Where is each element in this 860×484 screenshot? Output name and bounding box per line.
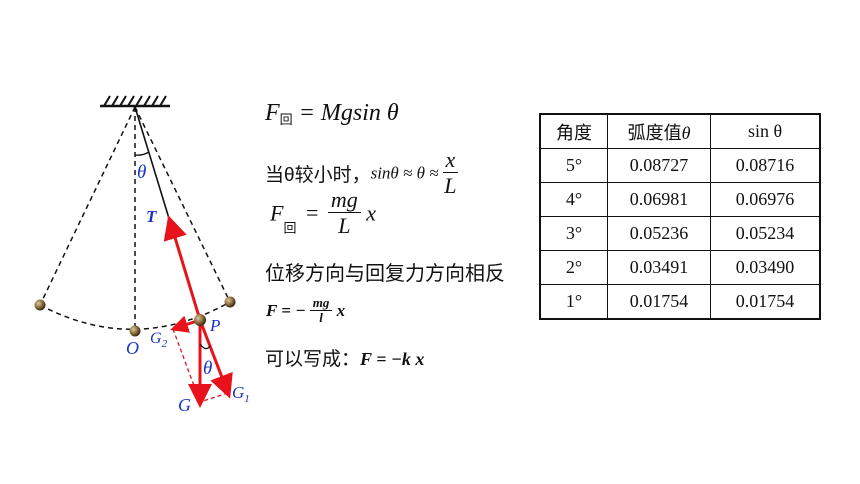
cell-radian: 0.05236 bbox=[606, 216, 712, 251]
tension-label: T bbox=[146, 207, 157, 226]
small-angle-fraction: x L bbox=[442, 147, 459, 199]
formula-lhs: F = − bbox=[266, 301, 306, 321]
point-p-label: P bbox=[209, 316, 220, 335]
formula-x: x bbox=[366, 200, 377, 226]
formula-x: x bbox=[336, 301, 346, 321]
theta-label-bob: θ bbox=[203, 358, 212, 379]
force-parallelogram bbox=[172, 328, 229, 403]
fraction-numerator: x bbox=[442, 147, 459, 174]
formula-f: F bbox=[265, 100, 280, 126]
bob-left bbox=[34, 299, 46, 311]
hooke-prefix: 可以写成： bbox=[265, 349, 361, 370]
cell-angle: 4° bbox=[539, 182, 608, 217]
formula-rhs: = Mgsin θ bbox=[298, 100, 399, 126]
cell-sine: 0.03490 bbox=[710, 250, 821, 285]
formula-hooke: 可以写成：F = −k x bbox=[265, 344, 424, 371]
header-radian: 弧度值θ bbox=[606, 113, 712, 149]
formula-fraction: mg L bbox=[327, 187, 361, 239]
table-row: 2° 0.03491 0.03490 bbox=[539, 250, 821, 285]
table-row: 3° 0.05236 0.05234 bbox=[539, 216, 821, 251]
angle-sine-table: 角度 弧度值θ sin θ 5° 0.08727 0.08716 4° 0.06… bbox=[539, 113, 821, 320]
theta-label-top: θ bbox=[137, 162, 146, 183]
header-angle: 角度 bbox=[539, 113, 608, 149]
tension-arrow bbox=[163, 215, 202, 321]
cell-angle: 5° bbox=[539, 148, 608, 183]
g1-label: G1 bbox=[232, 383, 250, 405]
cell-sine: 0.06976 bbox=[710, 182, 821, 217]
cell-radian: 0.03491 bbox=[606, 250, 712, 285]
g1-arrow bbox=[198, 319, 233, 399]
formula-fraction: mg l bbox=[309, 295, 333, 326]
cell-radian: 0.01754 bbox=[606, 284, 712, 320]
bob-center bbox=[129, 325, 141, 337]
point-o-label: O bbox=[126, 338, 139, 358]
gravity-label: G bbox=[178, 395, 191, 415]
fraction-denominator: L bbox=[338, 213, 351, 239]
table-header-row: 角度 弧度值θ sin θ bbox=[539, 113, 821, 149]
hooke-expr: F = −k x bbox=[360, 349, 425, 369]
formula-mg-over-l: F回 = mg L x bbox=[270, 187, 377, 239]
table-row: 1° 0.01754 0.01754 bbox=[539, 284, 821, 320]
fraction-denominator: l bbox=[319, 310, 323, 326]
cell-sine: 0.05234 bbox=[710, 216, 821, 251]
bob-current bbox=[194, 314, 206, 326]
cell-angle: 1° bbox=[539, 284, 608, 320]
small-angle-prefix: 当θ较小时， bbox=[265, 164, 371, 186]
cell-radian: 0.06981 bbox=[606, 182, 712, 217]
cell-sine: 0.08716 bbox=[710, 148, 821, 183]
formula-subscript: 回 bbox=[283, 220, 297, 236]
formula-negative: F = − mg l x bbox=[266, 295, 346, 326]
formula-small-angle: 当θ较小时，sinθ ≈ θ ≈ x L bbox=[265, 147, 459, 199]
cell-sine: 0.01754 bbox=[710, 284, 821, 320]
small-angle-approx: sinθ ≈ θ ≈ bbox=[370, 163, 439, 183]
cell-radian: 0.08727 bbox=[606, 148, 712, 183]
bob-right bbox=[224, 296, 236, 308]
pendulum-diagram: θ T G G1 G2 θ O P bbox=[34, 95, 250, 415]
cell-angle: 2° bbox=[539, 250, 608, 285]
header-sine: sin θ bbox=[710, 113, 821, 149]
theta-arc-bob bbox=[199, 343, 211, 350]
fraction-numerator: mg bbox=[309, 295, 333, 312]
formula-restoring-force: F回 = Mgsin θ bbox=[265, 100, 399, 128]
direction-note: 位移方向与回复力方向相反 bbox=[265, 263, 505, 285]
formula-f: F bbox=[270, 200, 284, 226]
dashed-paths bbox=[39, 106, 231, 330]
cell-angle: 3° bbox=[539, 216, 608, 251]
ceiling-support bbox=[100, 95, 170, 108]
fraction-denominator: L bbox=[444, 173, 457, 199]
table-row: 4° 0.06981 0.06976 bbox=[539, 182, 821, 217]
formula-subscript: 回 bbox=[279, 112, 293, 127]
g2-label: G2 bbox=[150, 330, 168, 350]
formula-equals: = bbox=[305, 200, 319, 226]
table-row: 5° 0.08727 0.08716 bbox=[539, 148, 821, 183]
theta-arc-top bbox=[134, 151, 150, 156]
header-theta: θ bbox=[681, 122, 691, 143]
fraction-numerator: mg bbox=[327, 187, 361, 214]
